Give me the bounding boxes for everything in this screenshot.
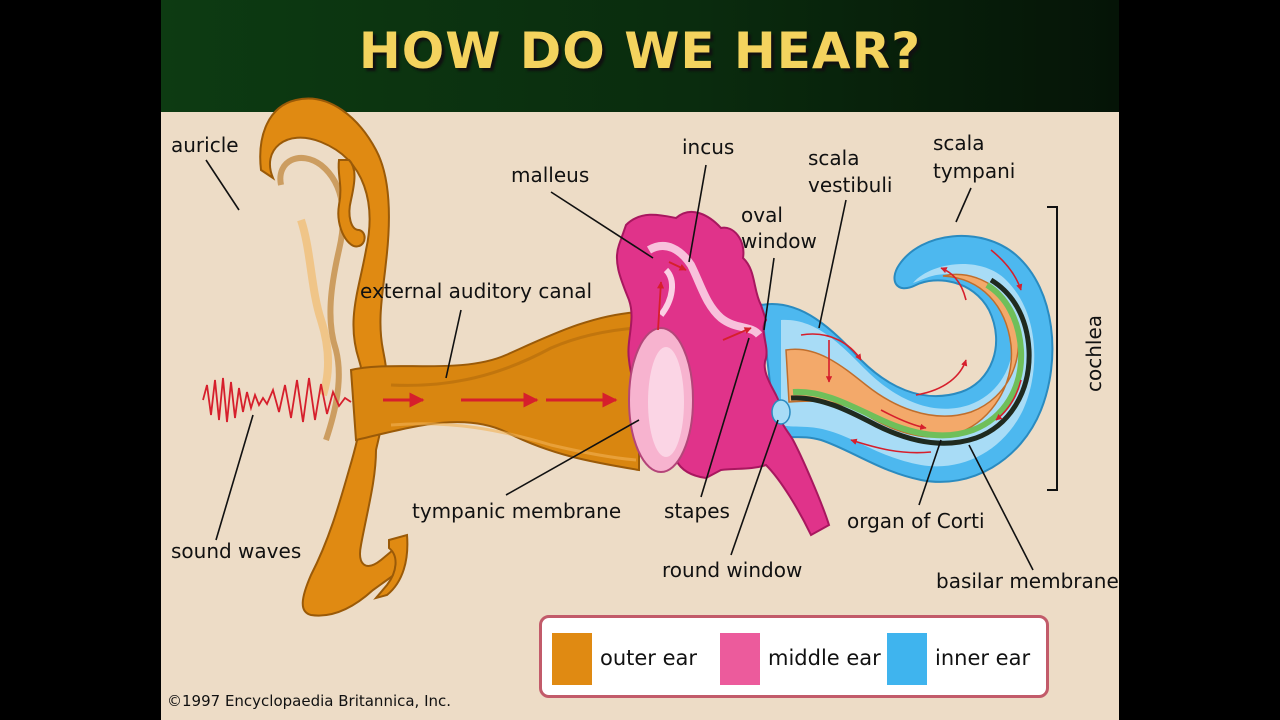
label-round-window: round window	[662, 558, 802, 582]
label-organ-of-corti: organ of Corti	[847, 509, 985, 533]
legend: outer ear middle ear inner ear	[539, 615, 1049, 698]
leader-lines	[205, 159, 1034, 571]
cochlea-shape	[759, 235, 1054, 483]
slide: HOW DO WE HEAR?	[161, 0, 1119, 720]
copyright-notice: ©1997 Encyclopaedia Britannica, Inc.	[167, 692, 452, 710]
auricle-shape	[259, 97, 409, 617]
label-external-auditory-canal: external auditory canal	[360, 279, 592, 303]
legend-label-outer-ear: outer ear	[600, 646, 698, 670]
label-scala-tympani-2: tympani	[933, 159, 1015, 183]
cochlea-bracket	[1047, 206, 1058, 491]
ear-canal-shape	[349, 310, 640, 472]
label-incus: incus	[682, 135, 734, 159]
label-auricle: auricle	[171, 133, 239, 157]
label-malleus: malleus	[511, 163, 589, 187]
legend-swatch-inner-ear	[887, 633, 927, 685]
slide-title: HOW DO WE HEAR?	[358, 22, 922, 80]
legend-swatch-middle-ear	[720, 633, 760, 685]
label-oval-window-2: window	[741, 229, 817, 253]
label-basilar-membrane: basilar membrane	[936, 569, 1119, 593]
label-scala-tympani-1: scala	[933, 131, 984, 155]
legend-label-middle-ear: middle ear	[768, 646, 881, 670]
label-tympanic-membrane: tympanic membrane	[412, 499, 621, 523]
label-scala-vestibuli-2: vestibuli	[808, 173, 892, 197]
label-sound-waves: sound waves	[171, 539, 301, 563]
sound-wave	[202, 377, 618, 423]
title-banner: HOW DO WE HEAR?	[161, 0, 1119, 112]
ear-anatomy-diagram: auricle malleus incus scala vestibuli sc…	[171, 97, 1119, 617]
legend-label-inner-ear: inner ear	[935, 646, 1031, 670]
label-cochlea: cochlea	[1082, 315, 1106, 392]
label-scala-vestibuli-1: scala	[808, 146, 859, 170]
middle-ear-shape	[615, 211, 831, 537]
label-stapes: stapes	[664, 499, 730, 523]
legend-swatch-outer-ear	[552, 633, 592, 685]
label-oval-window-1: oval	[741, 203, 783, 227]
